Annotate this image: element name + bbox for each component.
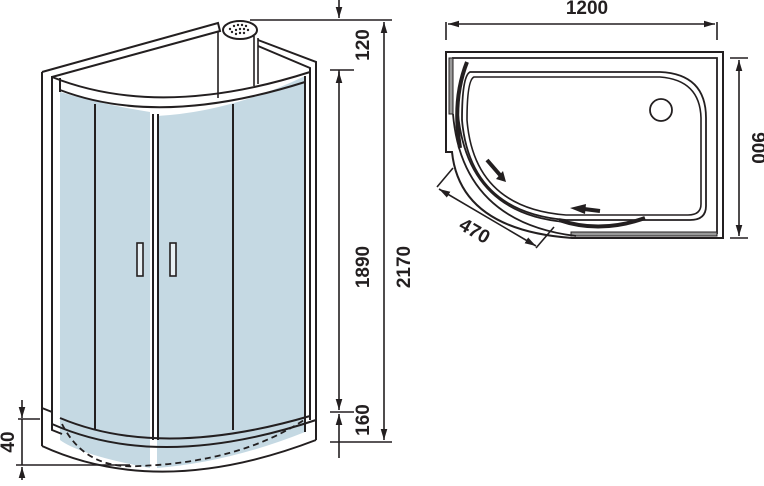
door-handle-left [136, 242, 144, 277]
drain-icon [649, 98, 673, 122]
right-frame-outer [257, 39, 317, 400]
dim-total-height: 2170 [394, 246, 415, 288]
left-frame-outer [41, 72, 53, 413]
top-rail-lower [59, 81, 306, 109]
top-rail-upper [51, 71, 311, 99]
dim-tray-height: 160 [353, 404, 374, 436]
side-view-drawing [41, 20, 317, 473]
dim-door-height: 1890 [353, 246, 374, 288]
sliding-door-left [455, 61, 469, 149]
dim-depth: 900 [747, 132, 764, 164]
dim-top-offset: 120 [353, 29, 374, 61]
shower-head-icon [222, 20, 258, 40]
door-slide-arrow-icon [485, 158, 506, 182]
door-slide-arrow-icon [570, 204, 601, 214]
side-view-dimensions: 120 1890 2170 160 40 [0, 0, 415, 480]
dim-width: 1200 [566, 0, 608, 19]
top-frame-back-left [41, 21, 222, 78]
door-handle-right [169, 242, 177, 277]
dim-tray-base: 40 [0, 431, 19, 452]
glass-panels [60, 76, 305, 468]
tray-hidden-edge [61, 419, 305, 468]
dim-door-opening: 470 [455, 215, 493, 249]
top-view-drawing [445, 51, 724, 239]
shower-tray [41, 400, 317, 473]
left-frame-inner [51, 76, 63, 435]
sliding-door-bottom [558, 216, 646, 229]
right-frame-inner [257, 45, 311, 420]
